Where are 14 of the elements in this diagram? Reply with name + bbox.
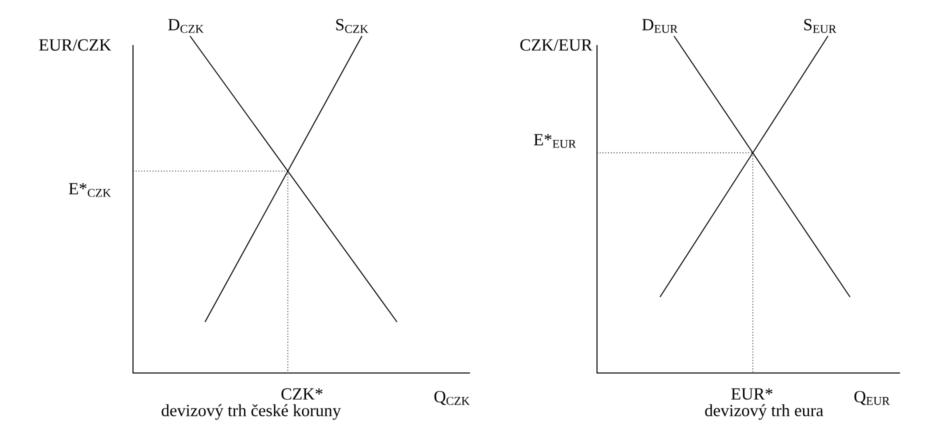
curve-label: S$_{CZK}$ — [336, 19, 368, 33]
curve-label: S$_{EUR}$ — [804, 19, 836, 33]
value-label: E*$_{EUR}$ — [534, 134, 576, 148]
axis-label: EUR/CZK — [39, 39, 112, 51]
value-label: E*$_{CZK}$ — [68, 183, 111, 197]
curve-label: D$_{CZK}$ — [168, 19, 204, 33]
axis-label: CZK/EUR — [520, 39, 592, 51]
curve-label: D$_{EUR}$ — [642, 19, 678, 33]
caption: devizový trh české koruny — [162, 404, 341, 420]
axis-label: Q$_{CZK}$ — [434, 391, 470, 405]
caption: devizový trh eura — [705, 404, 824, 420]
value-label: EUR* — [731, 388, 772, 400]
value-label: CZK* — [281, 388, 322, 400]
axis-label: Q$_{EUR}$ — [854, 391, 890, 405]
